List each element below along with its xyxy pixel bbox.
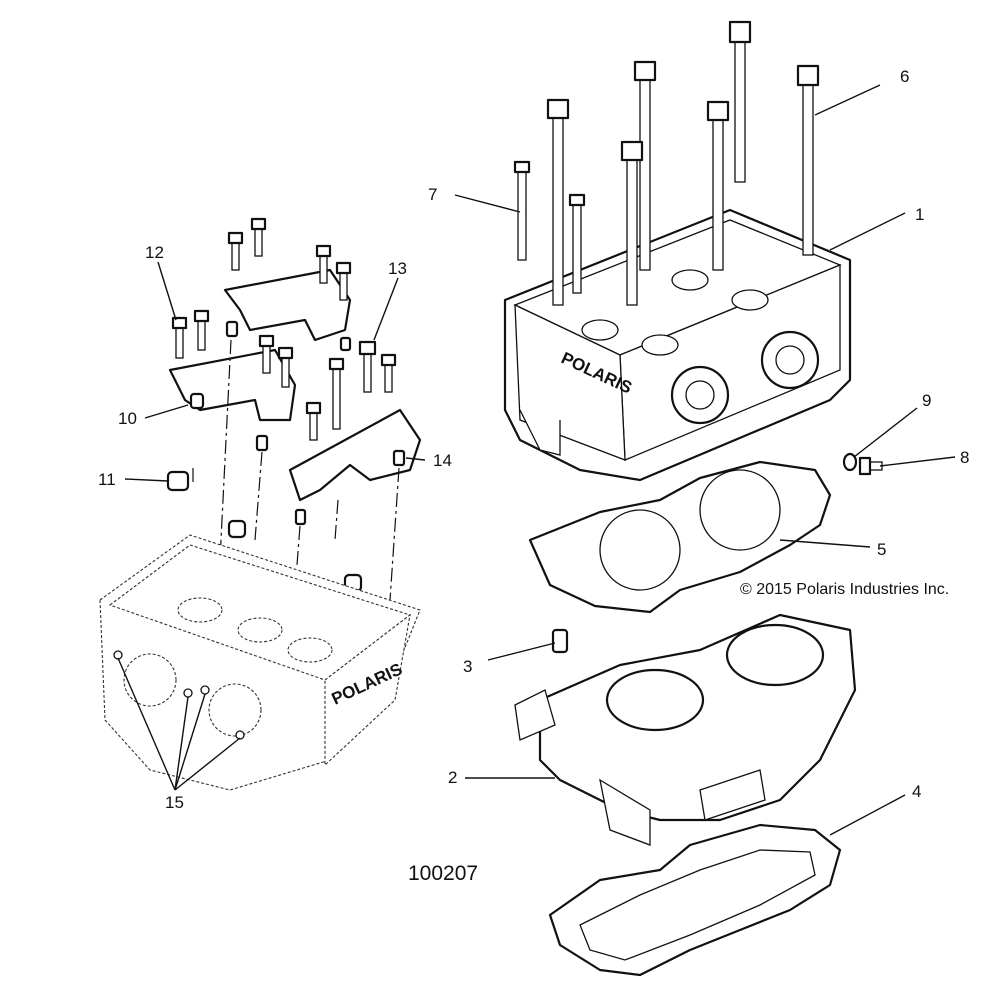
head-bolts — [513, 20, 820, 306]
copyright-notice: © 2015 Polaris Industries Inc. — [740, 581, 949, 598]
callout-7: 7 — [428, 185, 437, 204]
small-bolt — [858, 456, 883, 476]
cam-cap-bolts — [171, 217, 397, 441]
bushings — [166, 320, 406, 593]
callout-labels: 1 2 3 4 5 6 7 8 9 10 11 12 13 14 15 — [98, 67, 969, 812]
callout-11: 11 — [98, 470, 116, 489]
figure-number: 100207 — [408, 862, 478, 885]
dowel-pin — [551, 628, 569, 654]
callout-10: 10 — [118, 409, 137, 428]
reference-cylinder-head: POLARIS — [99, 534, 421, 791]
callout-14: 14 — [433, 451, 452, 470]
cylinder-block — [514, 613, 857, 846]
callout-15: 15 — [165, 793, 184, 812]
callout-4: 4 — [912, 782, 921, 801]
cam-cap-lower — [288, 408, 422, 502]
base-gasket — [548, 823, 842, 977]
head-gasket — [528, 460, 832, 614]
callout-5: 5 — [877, 540, 886, 559]
callout-13: 13 — [388, 259, 407, 278]
cam-cap-middle — [168, 348, 297, 422]
callout-1: 1 — [915, 205, 924, 224]
callout-6: 6 — [900, 67, 909, 86]
callout-2: 2 — [448, 768, 457, 787]
washer — [842, 452, 858, 472]
callout-9: 9 — [922, 391, 931, 410]
leader-lines — [117, 84, 956, 836]
callout-3: 3 — [463, 657, 472, 676]
callout-8: 8 — [960, 448, 969, 467]
alignment-lines — [192, 339, 400, 601]
cylinder-head: POLARIS — [503, 208, 852, 482]
cam-cap-upper — [223, 268, 352, 342]
callout-12: 12 — [145, 243, 164, 262]
